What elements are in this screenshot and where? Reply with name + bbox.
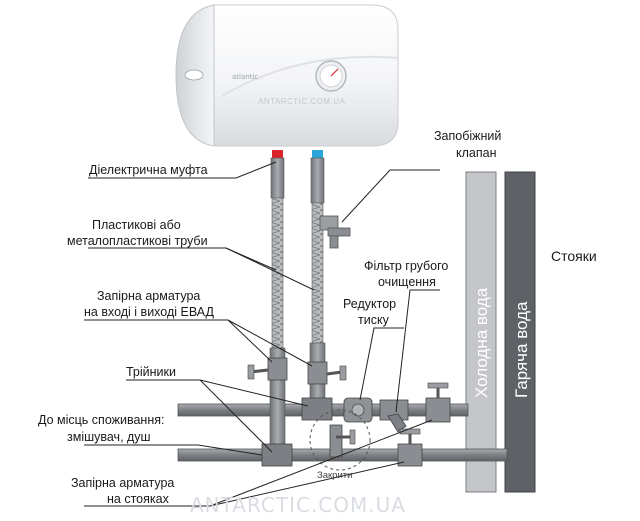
cold-water-label: Холодна вода xyxy=(472,287,491,398)
label-riser-valves-line2: на стояках xyxy=(107,492,170,506)
closed-marker: Закрити xyxy=(309,409,371,481)
tee-hot-icon xyxy=(261,443,293,467)
cold-inlet-vertical-pipe xyxy=(309,150,326,414)
label-tees: Трійники xyxy=(126,365,176,379)
bypass-valve-icon xyxy=(329,424,356,458)
riser-shutoff-valve-hot-icon xyxy=(397,428,423,467)
closed-label: Закрити xyxy=(317,470,352,481)
label-filter-line2: очищення xyxy=(378,275,436,289)
water-heater-tank: atlantic ANTARCTIC.COM.UA xyxy=(175,4,399,147)
coarse-filter-icon xyxy=(379,399,409,433)
label-reducer-line1: Редуктор xyxy=(343,297,396,311)
label-safety-valve-line1: Запобіжний xyxy=(434,129,501,143)
thermometer-icon xyxy=(315,60,347,92)
label-consumers-line1: До місць споживання: xyxy=(38,413,164,427)
pressure-reducer-icon xyxy=(343,397,373,423)
leader-lines xyxy=(84,161,440,507)
cold-water-riser: Холодна вода xyxy=(465,171,497,493)
label-reducer-line2: тиску xyxy=(358,313,390,327)
label-consumers-line2: змішувач, душ xyxy=(67,430,151,444)
safety-valve-icon xyxy=(319,215,351,249)
label-dielectric-coupling: Діелектрична муфта xyxy=(89,163,208,177)
hot-water-riser: Гаряча вода xyxy=(504,171,536,493)
hot-water-label: Гаряча вода xyxy=(512,301,531,398)
riser-shutoff-valve-cold-icon xyxy=(425,382,451,423)
label-pipes-line2: металопластикові труби xyxy=(67,234,208,248)
bottom-watermark: ANTARCTIC.COM.UA xyxy=(190,493,406,517)
tank-watermark: ANTARCTIC.COM.UA xyxy=(258,97,346,106)
label-risers: Стояки xyxy=(551,248,597,264)
label-valves-line1: Запірна арматура xyxy=(97,289,200,303)
label-riser-valves-line1: Запірна арматура xyxy=(71,476,174,490)
label-pipes-line1: Пластикові або xyxy=(92,218,181,232)
label-safety-valve-line2: клапан xyxy=(456,146,497,160)
shutoff-valve-hot-icon xyxy=(247,357,288,381)
label-filter-line1: Фільтр грубого xyxy=(364,259,448,273)
brand-logo xyxy=(184,69,204,81)
label-valves-line2: на вході і виході ЕВАД xyxy=(84,305,215,319)
hot-outlet-vertical-pipe xyxy=(269,150,286,459)
tank-brand: atlantic xyxy=(232,73,258,81)
tee-cold-icon xyxy=(301,397,333,421)
shutoff-valve-cold-icon xyxy=(307,361,347,385)
